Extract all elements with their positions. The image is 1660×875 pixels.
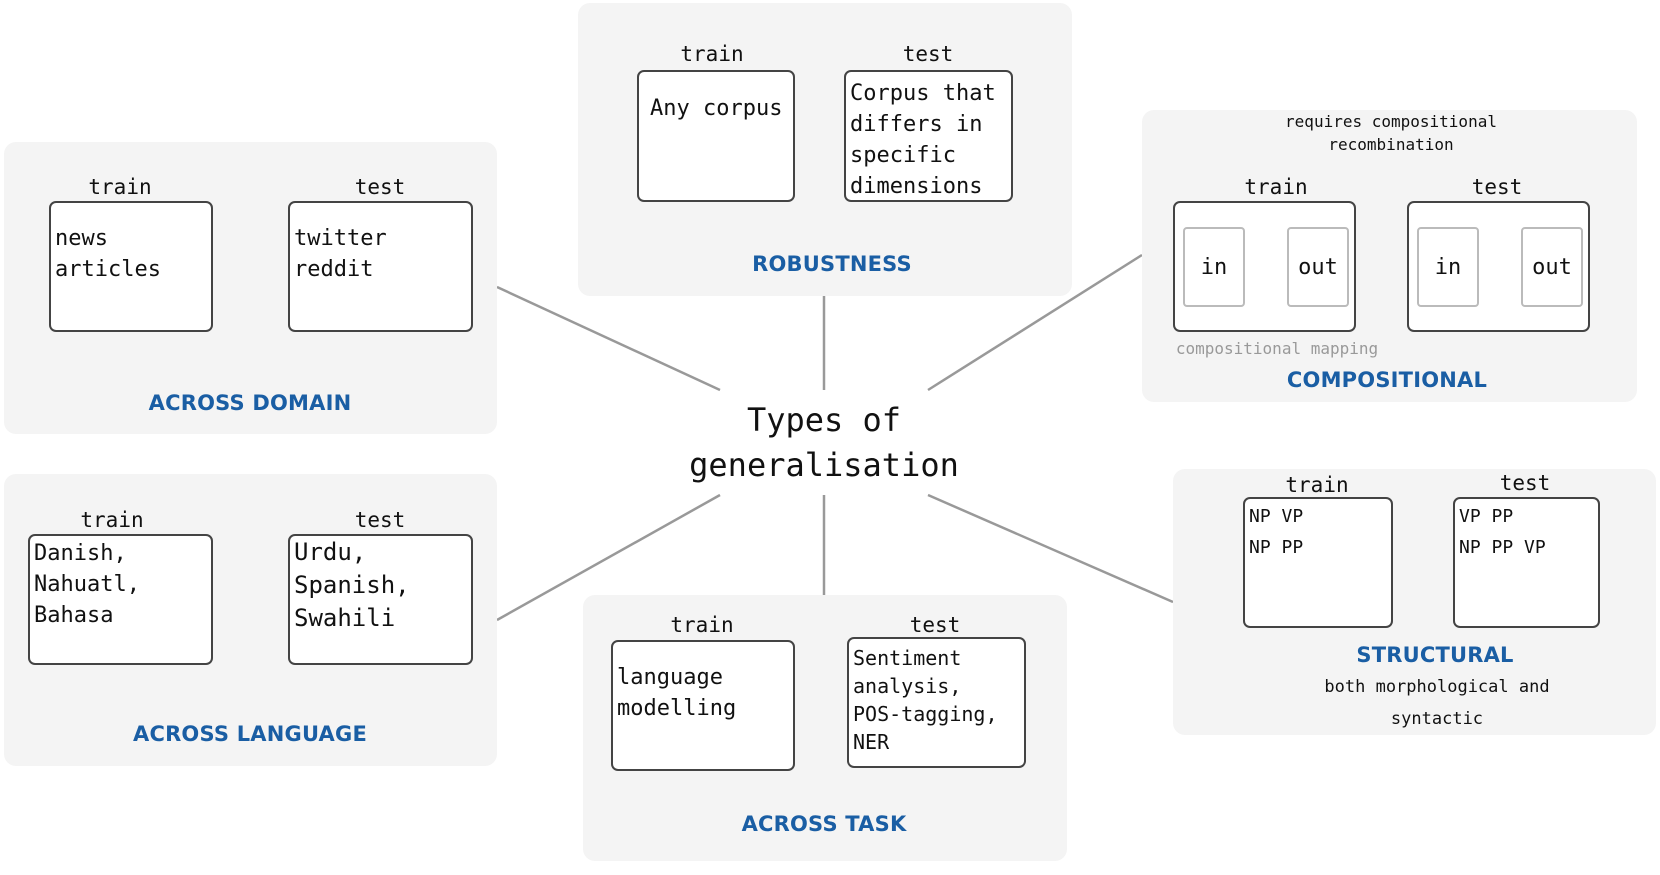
recombination-annotation: requires compositional recombination (1285, 110, 1497, 156)
compositional-title: COMPOSITIONAL (1286, 368, 1488, 392)
text-line: NP VP (1249, 506, 1304, 527)
center-title-line: generalisation (689, 446, 959, 484)
text-line: differs in (850, 112, 983, 137)
text-line: Any corpus (650, 96, 783, 121)
text-line: language (617, 665, 723, 690)
across-language-test-label: test (354, 508, 406, 532)
across-task-train-label: train (670, 613, 734, 637)
across-task-test-label: test (909, 613, 961, 637)
subtitle-line: syntactic (1390, 709, 1484, 729)
subtitle-line: both morphological and (1324, 677, 1550, 697)
across-domain-test-box: twitter reddit (288, 201, 473, 332)
compositional-test-label: test (1471, 175, 1523, 199)
across-language-title: ACROSS LANGUAGE (133, 722, 367, 746)
text-line: Swahili (294, 604, 396, 632)
center-title: Types of generalisation (689, 398, 959, 488)
annotation-line: requires compositional (1285, 112, 1497, 131)
across-domain-train-label: train (88, 175, 152, 199)
text-line: NP PP VP (1459, 537, 1546, 558)
text-line: NP PP (1249, 537, 1304, 558)
text-line: NER (853, 730, 890, 754)
across-domain-test-label: test (354, 175, 406, 199)
structural-test-label: test (1499, 471, 1551, 495)
structural-title: STRUCTURAL (1356, 643, 1514, 667)
text-line: Bahasa (34, 603, 114, 628)
robustness-test-label: test (902, 42, 954, 66)
robustness-title: ROBUSTNESS (752, 252, 912, 276)
across-language-test-box: Urdu, Spanish, Swahili (288, 534, 473, 665)
annotation-line: recombination (1328, 135, 1454, 154)
across-language-train-label: train (80, 508, 144, 532)
compositional-mapping-label: compositional mapping (1175, 339, 1379, 358)
text-line: Urdu, (294, 538, 367, 566)
robustness-train-box: Any corpus (637, 70, 795, 202)
structural-train-box: NP VP NP PP (1243, 497, 1393, 628)
text-line: news (55, 226, 108, 251)
robustness-test-box: Corpus that differs in specific dimensio… (844, 70, 1013, 202)
text-line: Sentiment (853, 646, 962, 670)
text-line: Spanish, (294, 571, 410, 599)
text-line: specific (850, 143, 956, 168)
across-task-test-box: Sentiment analysis, POS-tagging, NER (847, 637, 1026, 768)
text-line: analysis, (853, 674, 962, 698)
text-line: Danish, (34, 541, 127, 566)
connector-across-domain (496, 285, 721, 392)
text-line: VP PP (1459, 506, 1514, 527)
text-line: Nahuatl, (34, 572, 140, 597)
structural-train-label: train (1285, 473, 1349, 497)
structural-subtitle: both morphological and syntactic (1324, 671, 1549, 735)
text-line: dimensions (850, 174, 983, 199)
train-out-box: out (1287, 227, 1349, 307)
across-domain-title: ACROSS DOMAIN (148, 391, 352, 415)
across-task-title: ACROSS TASK (741, 812, 907, 836)
center-title-line: Types of (746, 401, 902, 439)
text-line: articles (55, 257, 161, 282)
text-line: modelling (617, 696, 737, 721)
across-language-train-box: Danish, Nahuatl, Bahasa (28, 534, 213, 665)
connector-across-language (496, 493, 721, 622)
connector-structural (927, 493, 1174, 604)
train-in-box: in (1183, 227, 1245, 307)
text-line: twitter (294, 226, 387, 251)
connector-compositional (927, 253, 1143, 392)
test-in-box: in (1417, 227, 1479, 307)
compositional-train-label: train (1244, 175, 1308, 199)
text-line: POS-tagging, (853, 702, 998, 726)
text-line: Corpus that (850, 81, 996, 106)
structural-test-box: VP PP NP PP VP (1453, 497, 1600, 628)
text-line: reddit (294, 257, 374, 282)
robustness-train-label: train (680, 42, 744, 66)
test-out-box: out (1521, 227, 1583, 307)
across-domain-train-box: news articles (49, 201, 213, 332)
across-task-train-box: language modelling (611, 640, 795, 771)
